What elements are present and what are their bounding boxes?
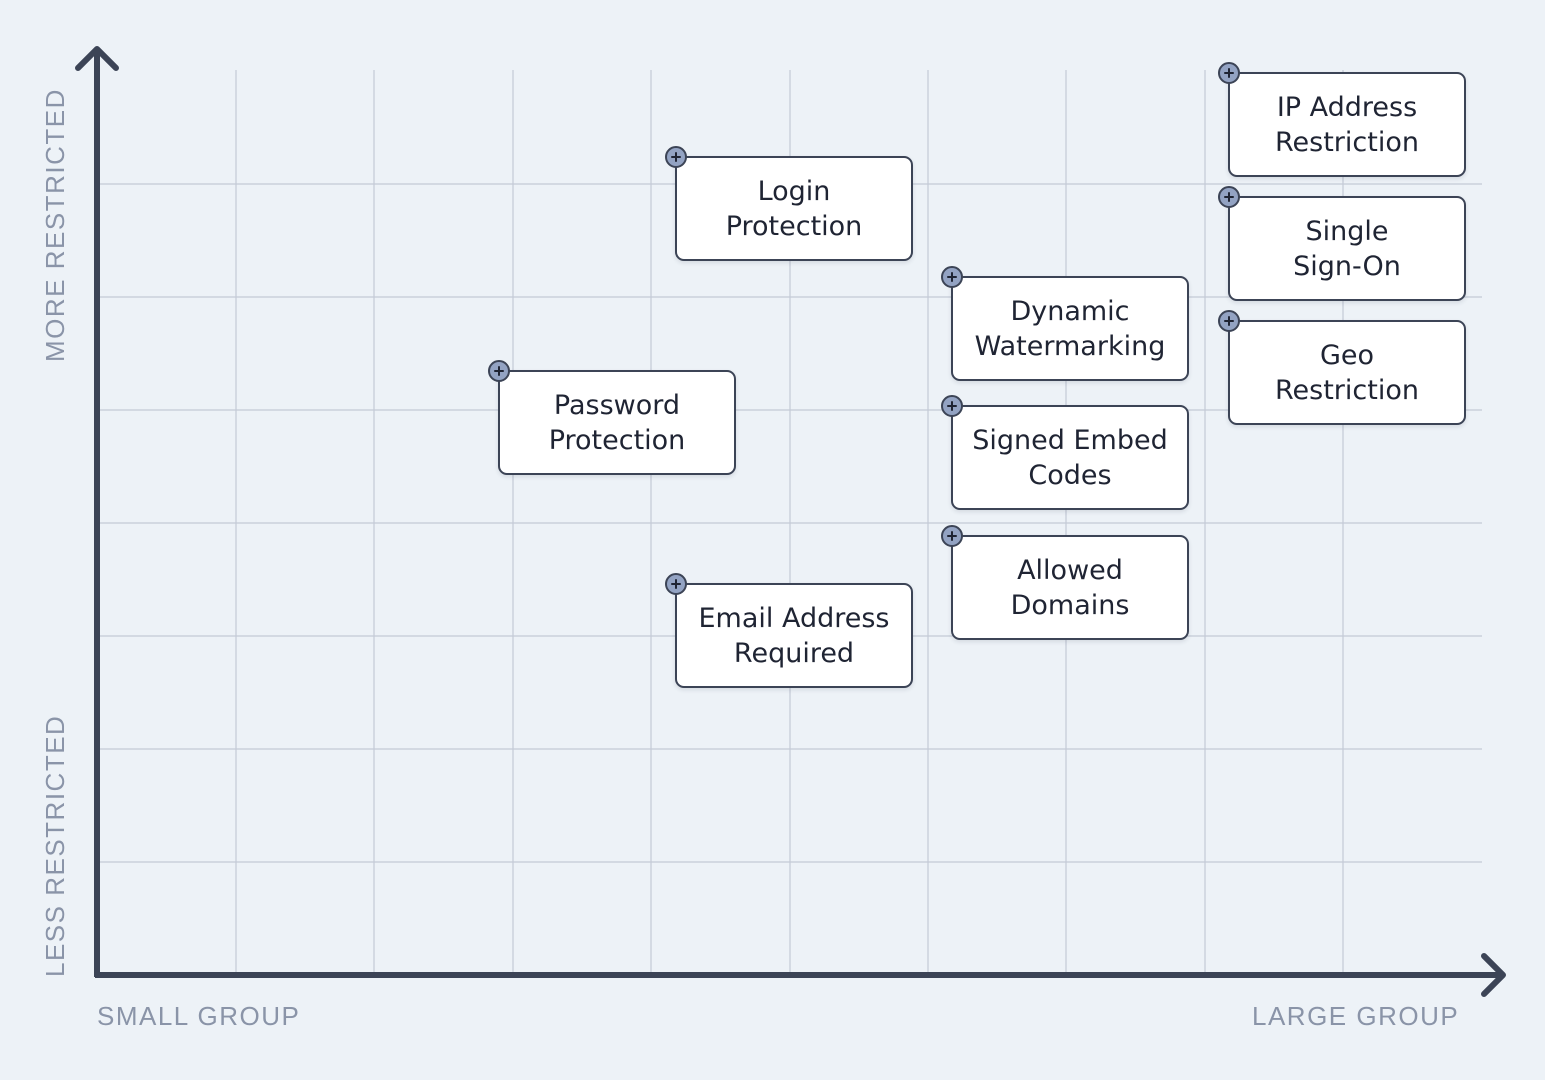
plus-icon[interactable]	[488, 360, 510, 382]
plus-icon[interactable]	[1218, 186, 1240, 208]
plus-icon[interactable]	[941, 395, 963, 417]
card-label: Password Protection	[548, 389, 686, 456]
card-geo-restriction[interactable]: Geo Restriction	[1218, 310, 1466, 425]
card-label: Signed Embed Codes	[972, 424, 1168, 491]
y-axis-arrowhead	[75, 46, 119, 71]
card-login-protection[interactable]: Login Protection	[665, 146, 913, 261]
card-ip-address-restriction[interactable]: IP Address Restriction	[1218, 62, 1466, 177]
plus-icon[interactable]	[665, 146, 687, 168]
y-axis-top-label: MORE RESTRICTED	[40, 88, 70, 362]
card-password-protection[interactable]: Password Protection	[488, 360, 736, 475]
card-signed-embed-codes[interactable]: Signed Embed Codes	[941, 395, 1189, 510]
card-dynamic-watermarking[interactable]: Dynamic Watermarking	[941, 266, 1189, 381]
card-email-address-required[interactable]: Email Address Required	[665, 573, 913, 688]
plus-icon[interactable]	[941, 525, 963, 547]
x-axis-arrowhead	[1481, 953, 1506, 997]
plus-icon[interactable]	[941, 266, 963, 288]
card-label: Login Protection	[725, 175, 863, 242]
card-label: Dynamic Watermarking	[974, 295, 1166, 362]
card-label: Email Address Required	[698, 602, 890, 669]
card-label: IP Address Restriction	[1275, 91, 1419, 158]
card-label: Geo Restriction	[1275, 339, 1419, 406]
x-axis-right-label: LARGE GROUP	[1252, 1001, 1460, 1031]
card-label: Single Sign-On	[1293, 215, 1401, 282]
card-label: Allowed Domains	[1010, 554, 1130, 621]
x-axis-left-label: SMALL GROUP	[97, 1001, 301, 1031]
axes	[75, 46, 1506, 997]
plus-icon[interactable]	[665, 573, 687, 595]
card-single-sign-on[interactable]: Single Sign-On	[1218, 186, 1466, 301]
y-axis-bottom-label: LESS RESTRICTED	[40, 714, 70, 977]
plus-icon[interactable]	[1218, 62, 1240, 84]
card-allowed-domains[interactable]: Allowed Domains	[941, 525, 1189, 640]
plus-icon[interactable]	[1218, 310, 1240, 332]
